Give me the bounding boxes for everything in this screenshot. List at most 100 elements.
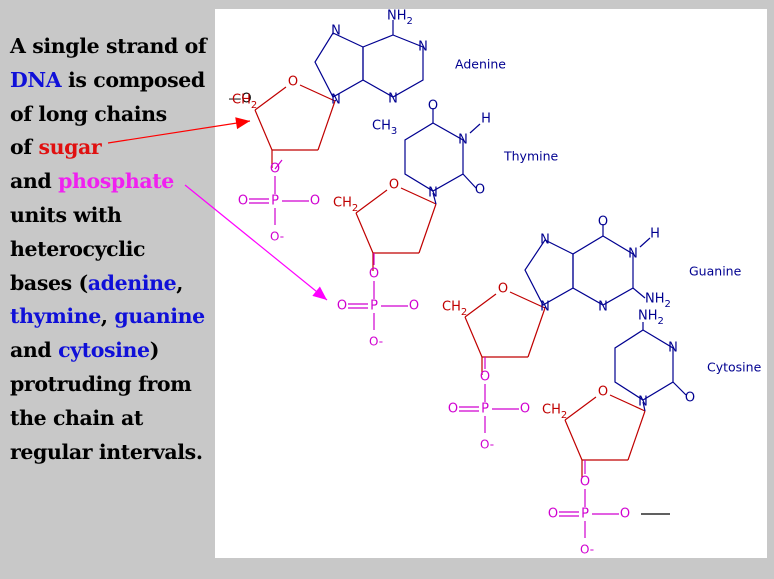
thymine-label: Thymine — [503, 149, 559, 164]
caption-text-span: , — [100, 304, 115, 329]
thymine-ring — [404, 122, 464, 192]
phosphorus-3: P — [481, 402, 489, 417]
caption-text-span: regular intervals. — [10, 439, 203, 464]
phosphate-term: phosphate — [58, 169, 174, 194]
caption-text-span: , — [176, 270, 184, 295]
caption-line: and cytosine) — [10, 334, 215, 368]
caption-line: and phosphate — [10, 165, 215, 199]
bond — [355, 212, 374, 254]
bond — [254, 86, 287, 111]
bond — [432, 192, 437, 205]
phosphorus-4: P — [581, 507, 589, 522]
ring-oxygen-1: O — [288, 75, 298, 90]
sugar-arrow-head — [235, 117, 250, 130]
bond — [609, 394, 646, 412]
caption-line: of sugar — [10, 131, 215, 165]
thymine-n3: N — [458, 133, 468, 148]
ch2-label-1: CH2 — [232, 93, 257, 112]
caption-text-span: and — [10, 338, 59, 363]
cytosine-nh2: NH2 — [638, 309, 664, 328]
bond — [627, 410, 646, 461]
bond — [672, 381, 687, 396]
bond — [462, 173, 477, 189]
guanine-h: H — [650, 227, 660, 242]
bond — [418, 203, 437, 254]
phosphate-oxygen-4: O — [620, 507, 630, 522]
adenine-label: Adenine — [455, 57, 506, 72]
adenine-term: adenine — [87, 270, 177, 295]
bond — [632, 287, 646, 299]
ch2-label-3: CH2 — [442, 300, 467, 319]
guanine-n7: N — [540, 233, 550, 248]
ch2-label-2: CH2 — [333, 196, 358, 215]
thymine-ch3: CH3 — [372, 119, 397, 138]
caption-text-span: is composed — [61, 67, 205, 92]
phosphate-oxygen-1: O — [238, 194, 248, 209]
bond — [639, 237, 651, 248]
phosphate-oxygen-3: O — [520, 402, 530, 417]
bond — [274, 159, 283, 170]
guanine-o6: O — [598, 215, 608, 230]
adenine-n7: N — [331, 24, 341, 39]
phosphate-oxygen-3: O — [448, 402, 458, 417]
caption-text-span: protruding from — [10, 371, 192, 396]
caption-text-span: bases ( — [10, 270, 88, 295]
phosphate-oxygen-2: O — [369, 267, 379, 282]
caption-line: thymine, guanine — [10, 300, 215, 334]
cytosine-label: Cytosine — [707, 360, 762, 375]
cytosine-ring — [614, 329, 674, 401]
thymine-term: thymine — [10, 304, 101, 329]
bond — [299, 84, 336, 102]
adenine-n1: N — [418, 40, 428, 55]
caption-line: regular intervals. — [10, 436, 215, 470]
adenine-n3: N — [388, 92, 398, 107]
bond — [564, 419, 583, 461]
ring-oxygen-3: O — [498, 282, 508, 297]
guanine-n1: N — [628, 247, 638, 262]
phosphate-oxygen-1: O — [310, 194, 320, 209]
guanine-nh2: NH2 — [645, 292, 671, 311]
caption-text-span: and — [10, 169, 59, 194]
adenine-nh2: NH2 — [387, 9, 413, 28]
caption-text-span: heterocyclic — [10, 236, 146, 261]
sugar-arrow — [107, 120, 251, 144]
bond — [334, 99, 337, 102]
bond — [642, 401, 646, 412]
guanine-n3: N — [598, 300, 608, 315]
bond — [469, 123, 481, 134]
bond — [464, 293, 497, 318]
ring-oxygen-4: O — [598, 385, 608, 400]
phosphate-ominus-4: O- — [580, 543, 594, 557]
guanine-term: guanine — [114, 304, 205, 329]
bond — [400, 187, 437, 205]
sugar-term: sugar — [38, 135, 102, 160]
cytosine-n3: N — [668, 341, 678, 356]
caption-text-span: of long chains — [10, 101, 167, 126]
caption-line: units with — [10, 199, 215, 233]
phosphate-oxygen-4: O — [548, 507, 558, 522]
phosphorus-2: P — [370, 299, 378, 314]
caption-line: bases (adenine, — [10, 267, 215, 301]
phosphate-ominus-2: O- — [369, 335, 383, 349]
phosphate-oxygen-4: O — [580, 475, 590, 490]
caption-line: DNA is composed — [10, 64, 215, 98]
cytosine-term: cytosine — [58, 338, 150, 363]
caption-text-span: A single strand of — [10, 34, 207, 58]
bond — [254, 109, 273, 151]
adenine-five-ring — [314, 32, 364, 98]
ring-oxygen-2: O — [389, 178, 399, 193]
adenine-six-ring — [362, 34, 424, 98]
guanine-label: Guanine — [689, 264, 742, 279]
caption-line: A single strand of — [10, 30, 215, 64]
phosphorus-1: P — [271, 194, 279, 209]
guanine-six-ring — [572, 235, 634, 306]
thymine-o4: O — [428, 99, 438, 114]
bond — [464, 316, 483, 358]
caption-text: A single strand of DNA is composed of lo… — [10, 30, 215, 469]
phosphate-ominus-3: O- — [480, 438, 494, 452]
caption-text-span: the chain at — [10, 405, 144, 430]
cytosine-o2: O — [685, 391, 695, 406]
guanine-five-ring — [524, 239, 574, 306]
phosphate-oxygen-2: O — [337, 299, 347, 314]
thymine-o2: O — [475, 183, 485, 198]
